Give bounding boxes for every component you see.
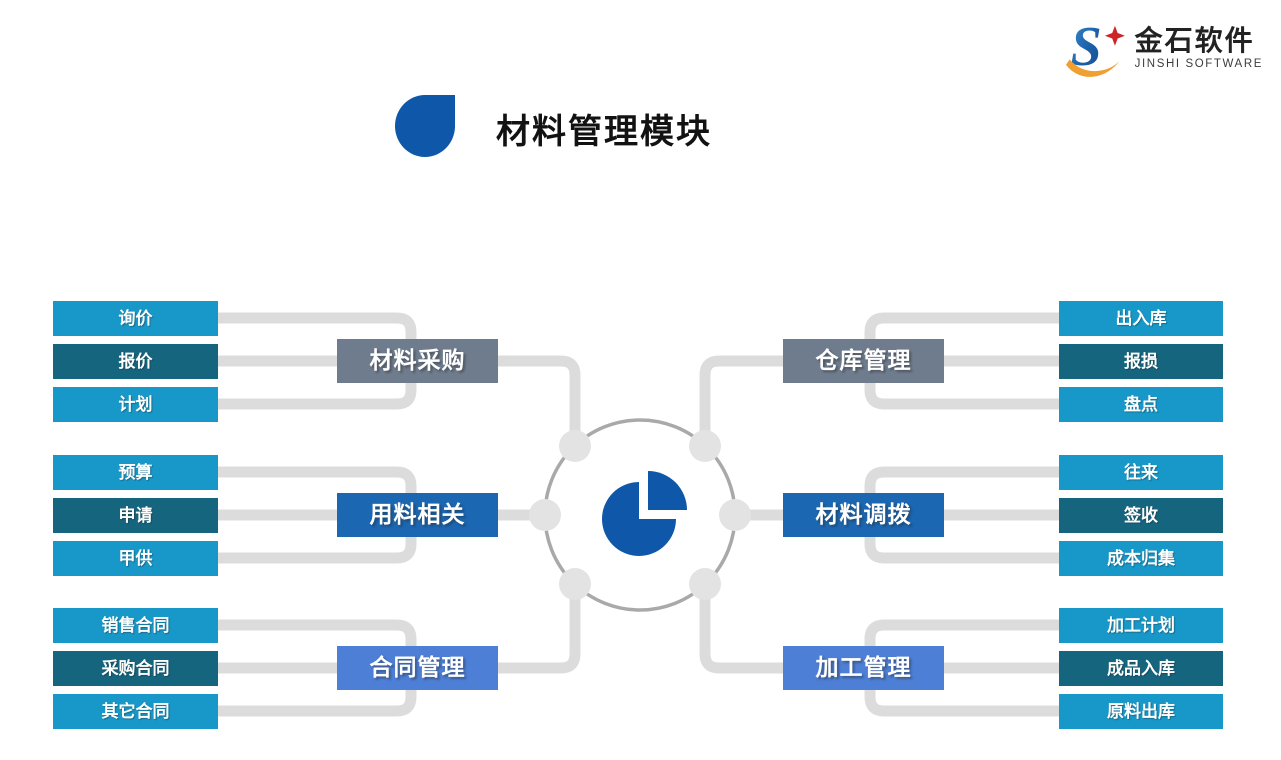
hub-node: [719, 499, 751, 531]
hub-node: [689, 430, 721, 462]
item-processing-plan: 加工计划: [1059, 608, 1223, 643]
item-loss-report: 报损: [1059, 344, 1223, 379]
logo-brand-cn: 金石软件: [1134, 24, 1255, 56]
trunk-left-1: [218, 355, 581, 446]
item-purchase-contract: 采购合同: [53, 651, 218, 686]
item-quotation: 报价: [53, 344, 218, 379]
branch-material-usage: 用料相关: [337, 493, 498, 537]
page-title: 材料管理模块: [496, 113, 712, 151]
item-sign-off: 签收: [1059, 498, 1223, 533]
logo: S 金石软件 JINSHI SOFTWARE: [1063, 14, 1263, 82]
item-plan: 计划: [53, 387, 218, 422]
item-application: 申请: [53, 498, 218, 533]
item-transactions: 往来: [1059, 455, 1223, 490]
hub-node: [559, 430, 591, 462]
trunk-right-1: [699, 355, 1063, 446]
hub-nodes: [529, 430, 751, 600]
trunk-right-3: [699, 584, 1063, 674]
hub-node: [559, 568, 591, 600]
branch-material-procurement: 材料采购: [337, 339, 498, 383]
item-raw-material-outbound: 原料出库: [1059, 694, 1223, 729]
branch-processing-management: 加工管理: [783, 646, 944, 690]
item-inbound-outbound: 出入库: [1059, 301, 1223, 336]
pie-chart-icon: [602, 471, 687, 556]
logo-s-icon: S: [1065, 16, 1125, 78]
hub-node: [529, 499, 561, 531]
item-finished-goods-inbound: 成品入库: [1059, 651, 1223, 686]
title-bullet-icon: [395, 95, 455, 157]
item-cost-collection: 成本归集: [1059, 541, 1223, 576]
branch-warehouse-management: 仓库管理: [783, 339, 944, 383]
trunk-left-3: [218, 584, 581, 674]
item-sales-contract: 销售合同: [53, 608, 218, 643]
item-inquiry: 询价: [53, 301, 218, 336]
item-stocktaking: 盘点: [1059, 387, 1223, 422]
logo-brand-en: JINSHI SOFTWARE: [1134, 58, 1263, 71]
item-other-contract: 其它合同: [53, 694, 218, 729]
hub-node: [689, 568, 721, 600]
item-owner-supplied: 甲供: [53, 541, 218, 576]
branch-material-transfer: 材料调拨: [783, 493, 944, 537]
item-budget: 预算: [53, 455, 218, 490]
branch-contract-management: 合同管理: [337, 646, 498, 690]
